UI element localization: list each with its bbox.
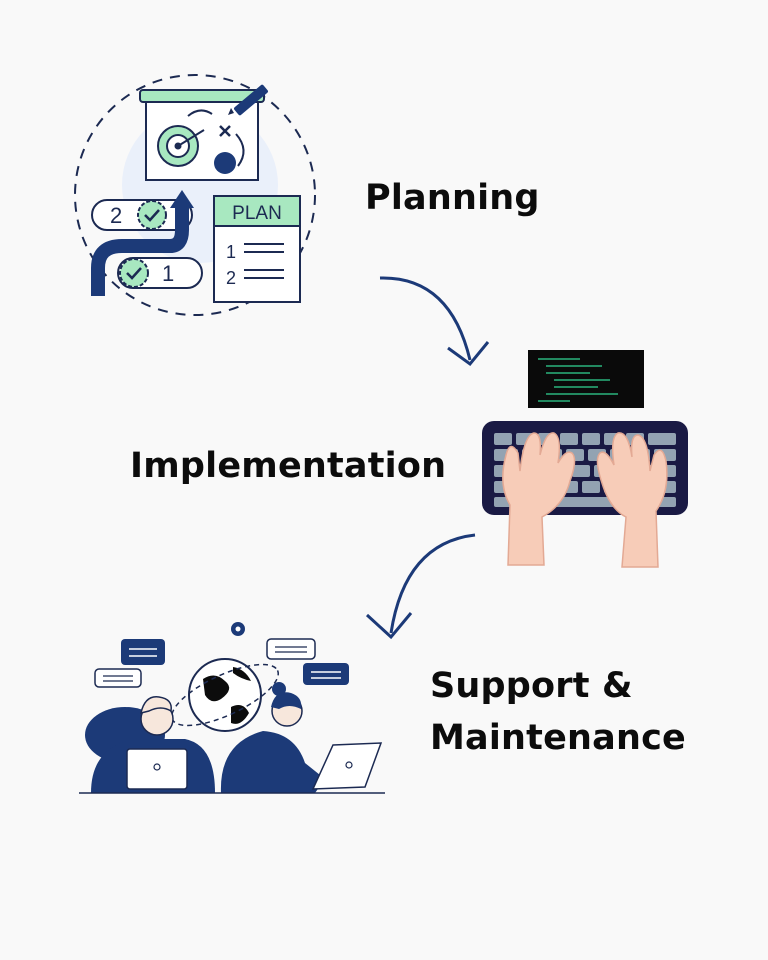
- flow-arrow: [365, 533, 476, 640]
- monitor-icon: [528, 350, 644, 408]
- stage-label-planning: Planning: [365, 178, 540, 218]
- stage-label-maintenance: Maintenance: [430, 718, 686, 758]
- chat-bubble-icon: [121, 639, 165, 665]
- chat-bubble-icon: [303, 663, 349, 685]
- chat-bubble-icon: [266, 638, 316, 660]
- plan-list-number: 2: [226, 268, 236, 288]
- stage-label-implementation: Implementation: [130, 446, 447, 486]
- plan-list-number: 1: [226, 242, 236, 262]
- pencil-icon: [228, 84, 268, 116]
- plan-heading: PLAN: [232, 203, 282, 224]
- target-icon: [157, 125, 205, 167]
- roadmap-icon: 2 1: [91, 190, 203, 296]
- chat-bubble-icon: [94, 668, 142, 688]
- stage-label-support: Support &: [430, 666, 633, 706]
- planning-illustration: 2 1 PLAN 1 2: [74, 74, 316, 316]
- person-left: [85, 696, 215, 793]
- roadmap-step-label: 2: [110, 203, 122, 228]
- person-right: [220, 682, 383, 793]
- flow-arrow: [379, 276, 490, 367]
- implementation-illustration: [482, 350, 688, 568]
- hands-icon: [502, 432, 668, 568]
- globe-icon: [171, 658, 279, 732]
- plan-card: PLAN 1 2: [213, 195, 301, 303]
- support-illustration: [79, 622, 385, 794]
- roadmap-step-label: 1: [162, 261, 174, 286]
